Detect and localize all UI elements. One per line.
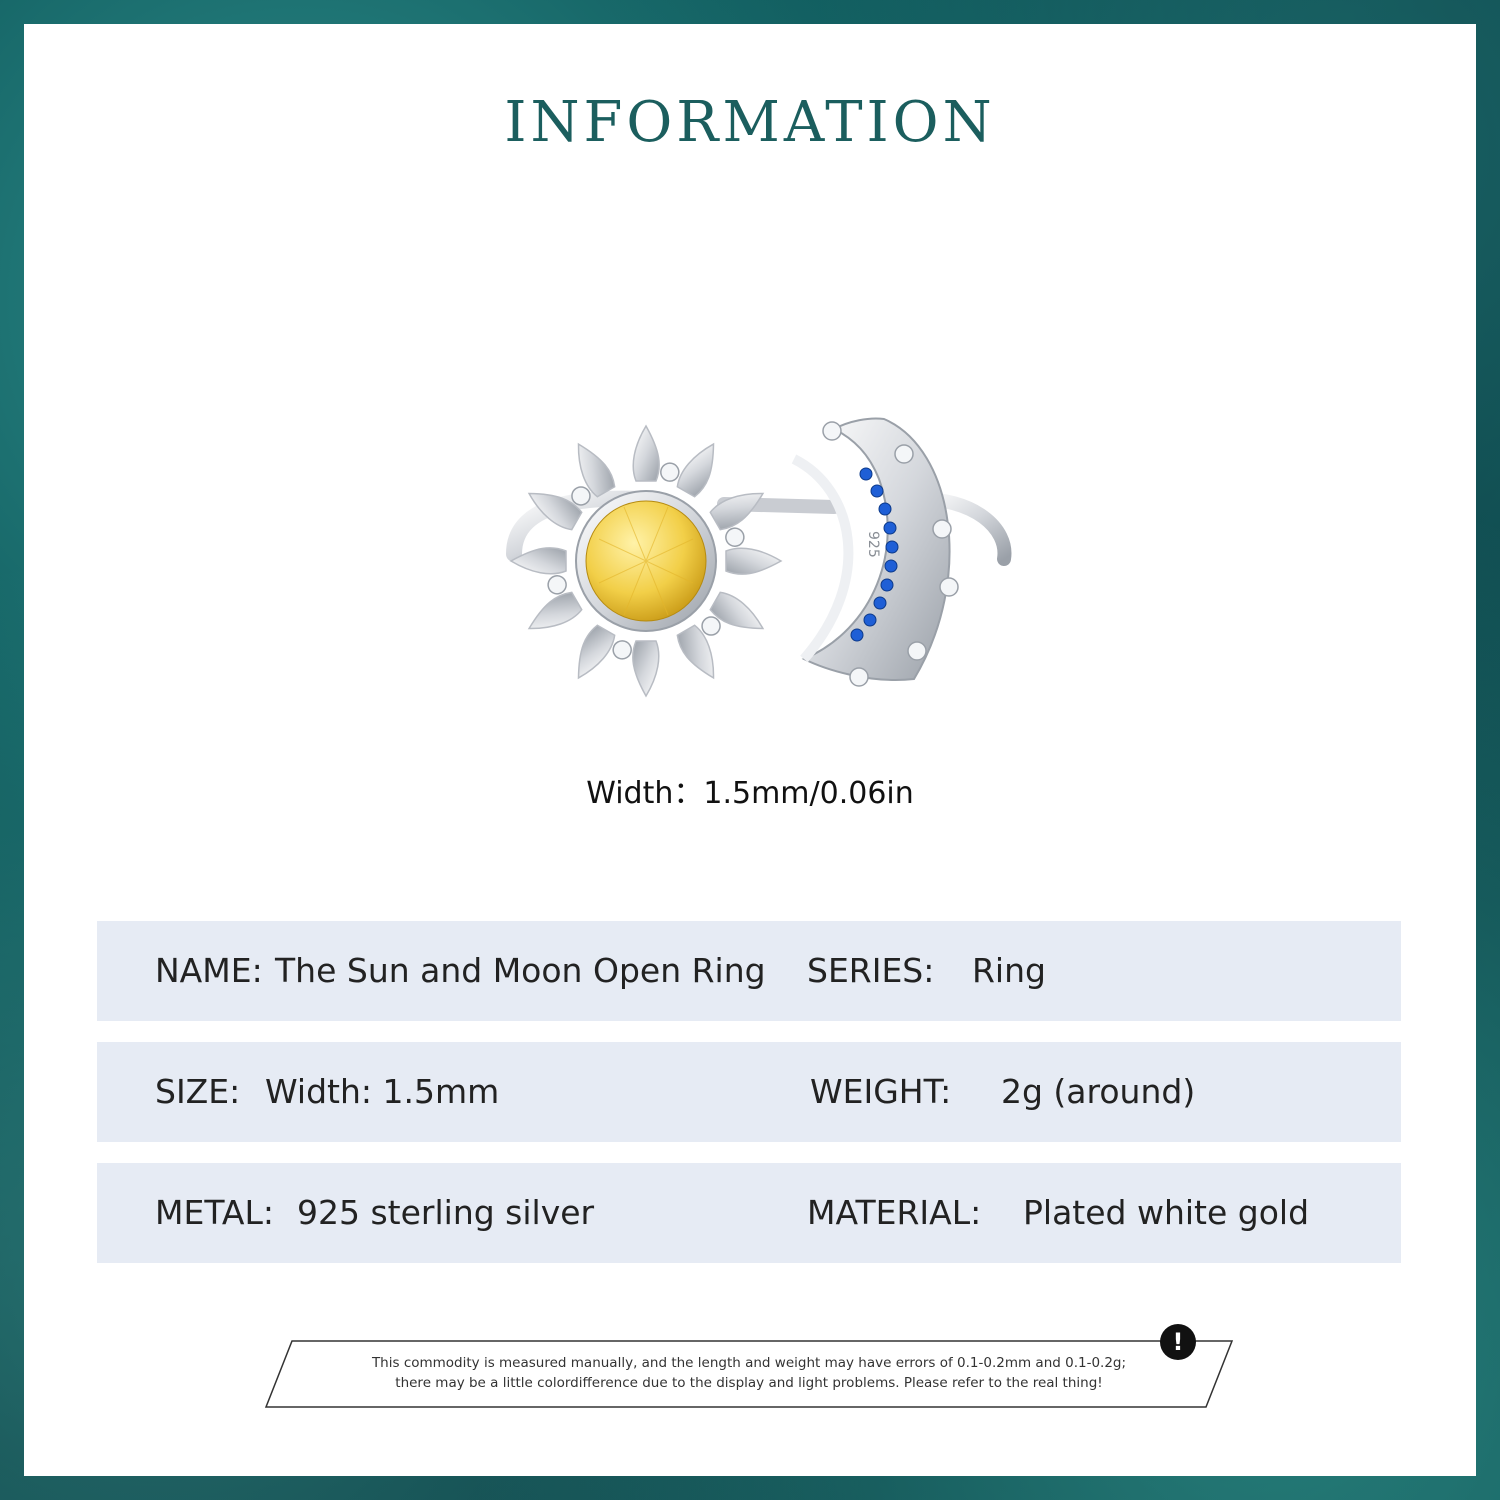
width-caption: Width：1.5mm/0.06in [586, 776, 914, 811]
moon-inner-edge [791, 454, 854, 663]
size-label: SIZE: [155, 1072, 241, 1111]
metal-label: METAL: [155, 1193, 274, 1232]
stone-facets [598, 506, 694, 616]
sun-rays [509, 424, 783, 698]
material-value: Plated white gold [1023, 1193, 1310, 1232]
disclaimer-line-1: This commodity is measured manually, and… [371, 1355, 1127, 1371]
disclaimer-notice: This commodity is measured manually, and… [264, 1339, 1234, 1409]
info-card: INFORMATION 925 [24, 24, 1476, 1476]
disclaimer-line-2: there may be a little colordifference du… [395, 1375, 1103, 1391]
material-label: MATERIAL: [807, 1193, 982, 1232]
spec-row-name-series: NAME: The Sun and Moon Open Ring SERIES:… [97, 921, 1401, 1021]
size-value: Width: 1.5mm [265, 1072, 500, 1111]
ring-product-image: 925 [506, 417, 1012, 698]
moon-blue-stones [850, 467, 899, 642]
weight-label: WEIGHT: [810, 1072, 952, 1111]
spec-row-metal-material: METAL: 925 sterling silver MATERIAL: Pla… [97, 1163, 1401, 1263]
series-label: SERIES: [807, 951, 935, 990]
exclamation-icon: ! [1160, 1324, 1196, 1360]
series-value: Ring [972, 951, 1046, 990]
sun-small-stones [547, 462, 745, 660]
disclaimer-text: This commodity is measured manually, and… [304, 1353, 1194, 1393]
moon-small-stones [822, 421, 959, 687]
page-title: INFORMATION [504, 90, 996, 155]
name-label: NAME: [155, 951, 263, 990]
name-value: The Sun and Moon Open Ring [275, 951, 766, 990]
weight-value: 2g (around) [1001, 1072, 1196, 1111]
metal-value: 925 sterling silver [297, 1193, 595, 1232]
ring-stamp: 925 [865, 531, 881, 558]
disclaimer-frame [264, 1340, 1234, 1408]
spec-row-size-weight: SIZE: Width: 1.5mm WEIGHT: 2g (around) [97, 1042, 1401, 1142]
